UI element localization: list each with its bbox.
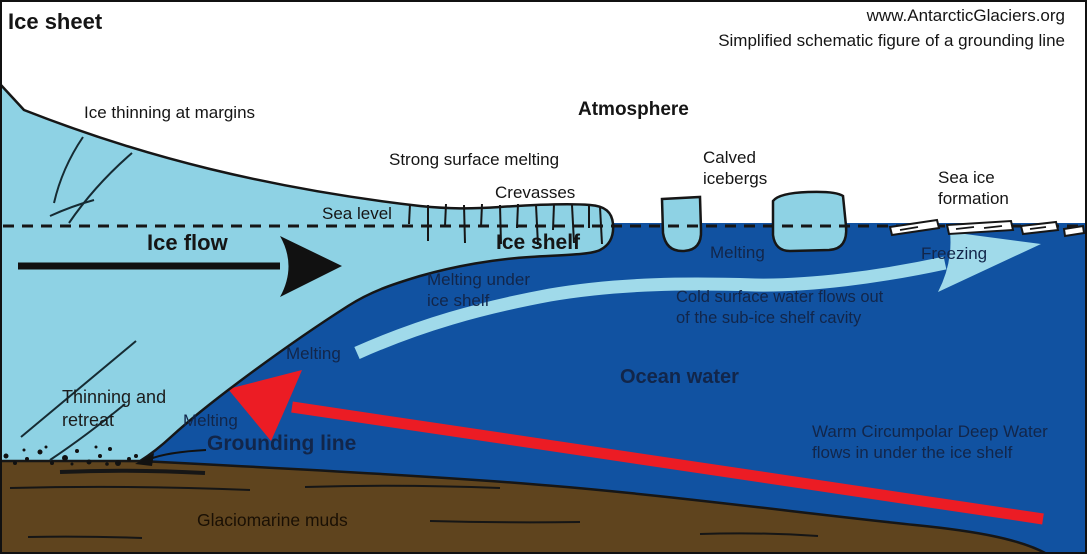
figure-subtitle: Simplified schematic figure of a groundi… (718, 31, 1065, 50)
warm-water-flow-label: Warm Circumpolar Deep Water flows in und… (812, 422, 1048, 463)
grounding-line-pointer (135, 449, 207, 466)
ocean-water-label: Ocean water (620, 366, 739, 388)
ice-sheet-label: Ice sheet (8, 9, 103, 34)
ice-thinning-label: Ice thinning at margins (84, 103, 256, 122)
ice-flow-label: Ice flow (147, 230, 228, 255)
melting-icebergs-label: Melting (710, 243, 765, 262)
sea-level-label: Sea level (322, 204, 392, 223)
cold-current-arrow (354, 232, 1041, 359)
melting-slope-upper-label: Melting (286, 344, 341, 363)
mud-strata-lines (9, 468, 819, 539)
melting-under-ice-shelf-label: Melting under ice shelf (427, 270, 531, 311)
ice-flow-arrow (18, 236, 342, 297)
melting-slope-lower-label: Melting (183, 411, 238, 430)
thinning-and-retreat-label: Thinning and retreat (62, 387, 167, 430)
sea-ice-formation-label: Sea ice formation (938, 168, 1009, 209)
ice-flow-lines (20, 136, 137, 461)
calved-icebergs-label: Calved icebergs (703, 148, 768, 189)
sea-ice-slab-marks (899, 225, 1047, 231)
warm-current-arrow (228, 370, 1044, 525)
freezing-label: Freezing (921, 244, 988, 263)
glaciomarine-muds-label: Glaciomarine muds (197, 510, 348, 530)
mud-top-outline (0, 458, 1048, 554)
calved-iceberg (660, 190, 848, 253)
grounding-line-label: Grounding line (207, 432, 357, 455)
website-credit: www.AntarcticGlaciers.org (866, 6, 1065, 25)
mud-shape (0, 460, 1047, 554)
atmosphere-label: Atmosphere (578, 99, 689, 120)
strong-surface-melting-label: Strong surface melting (389, 150, 560, 169)
crevasses-label: Crevasses (495, 183, 576, 202)
cold-water-flow-label: Cold surface water flows out of the sub-… (676, 288, 884, 327)
sediment-dots (3, 445, 138, 466)
ice-shelf-label: Ice shelf (496, 231, 581, 254)
